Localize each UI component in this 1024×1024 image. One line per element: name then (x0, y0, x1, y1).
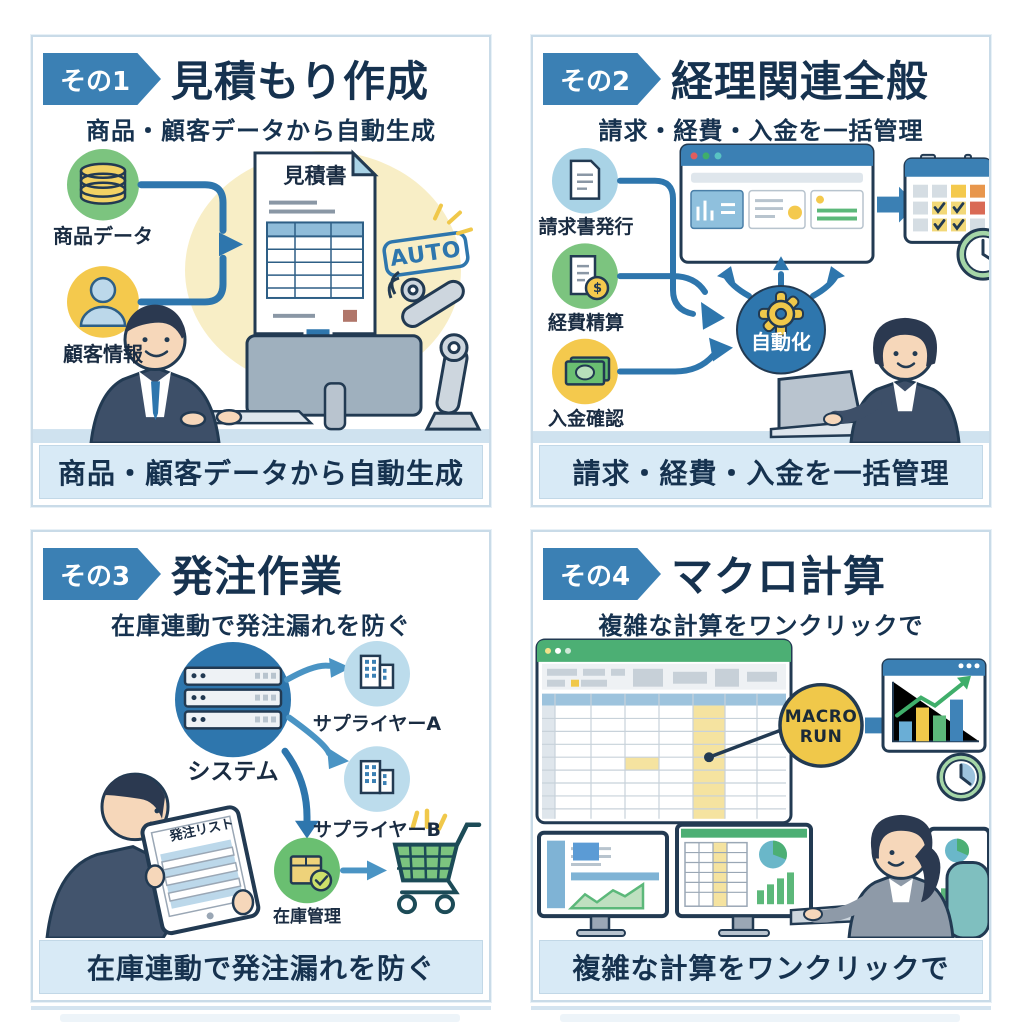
accounting-illustration: 請求書発行 経費精算 入金確認 自動化 $ (533, 143, 989, 443)
customer-info-label: 顧客情報 (63, 342, 143, 366)
step-badge-1: その1 (43, 53, 161, 105)
cutoff-panel-shadow (60, 1014, 460, 1022)
quote-document (253, 149, 379, 336)
quote-doc-title: 見積書 (283, 164, 347, 188)
hand (144, 864, 166, 889)
step-badge-3: その3 (43, 548, 161, 600)
quote-illustration-svg (33, 148, 489, 443)
tablet-illustration (140, 805, 261, 936)
worker-illustration (803, 814, 955, 938)
arrow-icon (709, 337, 733, 362)
worker-illustration (89, 304, 243, 443)
banknote-icon (552, 338, 618, 405)
building-icon (344, 640, 410, 707)
product-data-label: 商品データ (53, 224, 153, 248)
macro-illustration-svg (535, 638, 989, 938)
server-icon (175, 641, 291, 758)
macro-run-label-line1: MACRO (784, 707, 858, 727)
panel-subtitle-3: 在庫連動で発注漏れを防ぐ (111, 612, 411, 640)
panel-title-3: 発注作業 (171, 551, 344, 601)
clock-icon (936, 752, 986, 802)
payment-label: 入金確認 (547, 408, 624, 430)
expense-label: 経費精算 (547, 312, 624, 334)
cutoff-panel-shadow (560, 1014, 960, 1022)
panel-banner-3: 在庫連動で発注漏れを防ぐ (39, 940, 483, 994)
arrow-icon (827, 266, 845, 283)
panel-title-2: 経理関連全般 (671, 56, 930, 106)
clock-icon (956, 227, 989, 281)
hand (231, 889, 255, 916)
supplier-a-label: サプライヤーA (312, 713, 442, 735)
browser-window (679, 143, 875, 264)
database-icon (67, 148, 139, 221)
arrow-icon (717, 266, 735, 283)
sparkle-icon (433, 203, 473, 236)
auto-stamp (382, 231, 470, 278)
step-badge-2: その2 (543, 53, 661, 105)
cutoff-panel-edge (31, 1006, 491, 1010)
chair (945, 861, 989, 938)
expense-receipt-icon (552, 243, 618, 309)
invoice-label: 請求書発行 (538, 216, 634, 238)
arrow-icon (329, 657, 351, 678)
worker-illustration (823, 317, 961, 443)
flow-connectors (137, 181, 227, 306)
invoice-doc-icon (552, 147, 618, 214)
panel-title-4: マクロ計算 (671, 551, 887, 601)
dashboard-monitor-center (675, 822, 813, 938)
supplier-b-label: サプライヤーB (313, 819, 441, 841)
panel-banner-2: 請求・経費・入金を一括管理 (539, 445, 983, 499)
automation-hub-label: 自動化 (751, 330, 811, 354)
cart-icon (392, 808, 482, 915)
macro-run-badge (778, 682, 864, 768)
panel-subtitle-4: 複雑な計算をワンクリックで (598, 612, 924, 640)
panel-accounting: その2 経理関連全般 請求・経費・入金を一括管理 (531, 35, 991, 507)
robot-arm-icon (387, 270, 482, 431)
building-icon (344, 746, 410, 812)
panel-title-1: 見積もり作成 (171, 56, 430, 106)
panel-banner-4: 複雑な計算をワンクリックで (539, 940, 983, 994)
arrow-right-icon (219, 232, 243, 257)
ordering-illustration-svg (45, 640, 482, 938)
desk (533, 431, 989, 443)
panel-subtitle-2: 請求・経費・入金を一括管理 (598, 117, 924, 145)
system-label: システム (187, 759, 279, 785)
panel-banner-1: 商品・顧客データから自動生成 (39, 445, 483, 499)
macro-run-label-line2: RUN (799, 727, 843, 747)
arrow-icon (367, 860, 387, 881)
gear-icon (758, 291, 804, 337)
flow-connector (281, 747, 311, 827)
calendar-icon (903, 153, 989, 244)
cutoff-panel-edge (531, 1006, 991, 1010)
inventory-label: 在庫管理 (273, 907, 341, 927)
panel-ordering: その3 発注作業 在庫連動で発注漏れを防ぐ (31, 530, 491, 1002)
dashboard-monitor-left (537, 830, 669, 938)
package-icon (274, 837, 340, 904)
accounting-illustration-svg (533, 143, 989, 443)
step-badge-4: その4 (543, 548, 661, 600)
panel-quote-creation: その1 見積もり作成 商品・顧客データから自動生成 (31, 35, 491, 507)
automation-hub (736, 285, 826, 375)
hub-inflow-arrows (617, 177, 716, 375)
dollar-glyph: $ (592, 281, 603, 296)
ordering-illustration: システム サプライヤーA サプライヤーB 発注リスト 在庫管理 (33, 638, 489, 938)
arrow-icon (773, 256, 789, 271)
macro-illustration: MACRO RUN (533, 638, 989, 938)
arrow-icon (701, 301, 725, 330)
supplier-arrows (284, 662, 332, 757)
arrow-icon (327, 747, 349, 770)
arrow-down-icon (295, 820, 319, 839)
person-icon (67, 266, 139, 338)
quote-illustration: 商品データ 顧客情報 見積書 AUTO (33, 143, 489, 443)
spreadsheet-window (535, 638, 793, 825)
panel-subtitle-1: 商品・顧客データから自動生成 (86, 117, 436, 145)
panel-macro-calc: その4 マクロ計算 複雑な計算をワンクリックで (531, 530, 991, 1002)
chart-window (881, 658, 987, 753)
